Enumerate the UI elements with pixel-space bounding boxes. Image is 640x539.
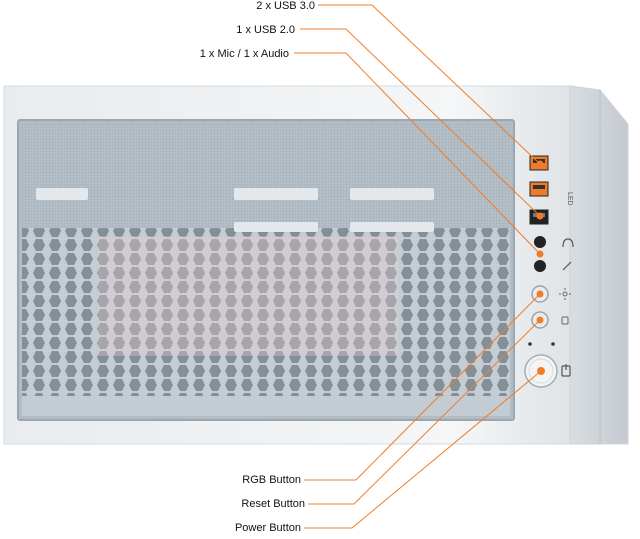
callout-line-reset <box>308 319 541 505</box>
callout-dot-usb2 <box>536 212 544 220</box>
callout-dot-usb3 <box>536 160 544 168</box>
callout-label-rgb: RGB Button <box>242 474 301 486</box>
led-label: LED <box>566 192 573 206</box>
callout-line-power <box>304 370 542 529</box>
callout-line-usb3 <box>318 4 541 165</box>
callout-line-audio <box>294 52 541 255</box>
callout-dot-power <box>537 367 545 375</box>
audio-jack <box>534 236 546 248</box>
mesh-front-panel <box>17 119 515 421</box>
reset-icon <box>561 316 569 325</box>
callout-dots <box>536 160 545 375</box>
microphone-icon <box>562 261 572 271</box>
callout-line-usb2 <box>300 28 541 217</box>
led-sun-icon <box>559 288 571 300</box>
callout-label-usb2: 1 x USB 2.0 <box>236 24 295 36</box>
headphone-icon <box>562 238 574 248</box>
callout-dot-audio <box>536 250 544 258</box>
callout-label-power: Power Button <box>234 522 301 534</box>
callout-lines <box>294 4 542 529</box>
callout-label-usb3: 2 x USB 3.0 <box>256 0 315 12</box>
callout-label-audio: 1 x Mic / 1 x Audio <box>199 48 289 60</box>
callout-label-reset: Reset Button <box>241 498 305 510</box>
callout-line-rgb <box>304 293 541 481</box>
mic-jack <box>534 260 546 272</box>
callout-dot-reset <box>536 316 544 324</box>
callout-dot-rgb <box>536 290 544 298</box>
power-icon <box>561 364 571 377</box>
